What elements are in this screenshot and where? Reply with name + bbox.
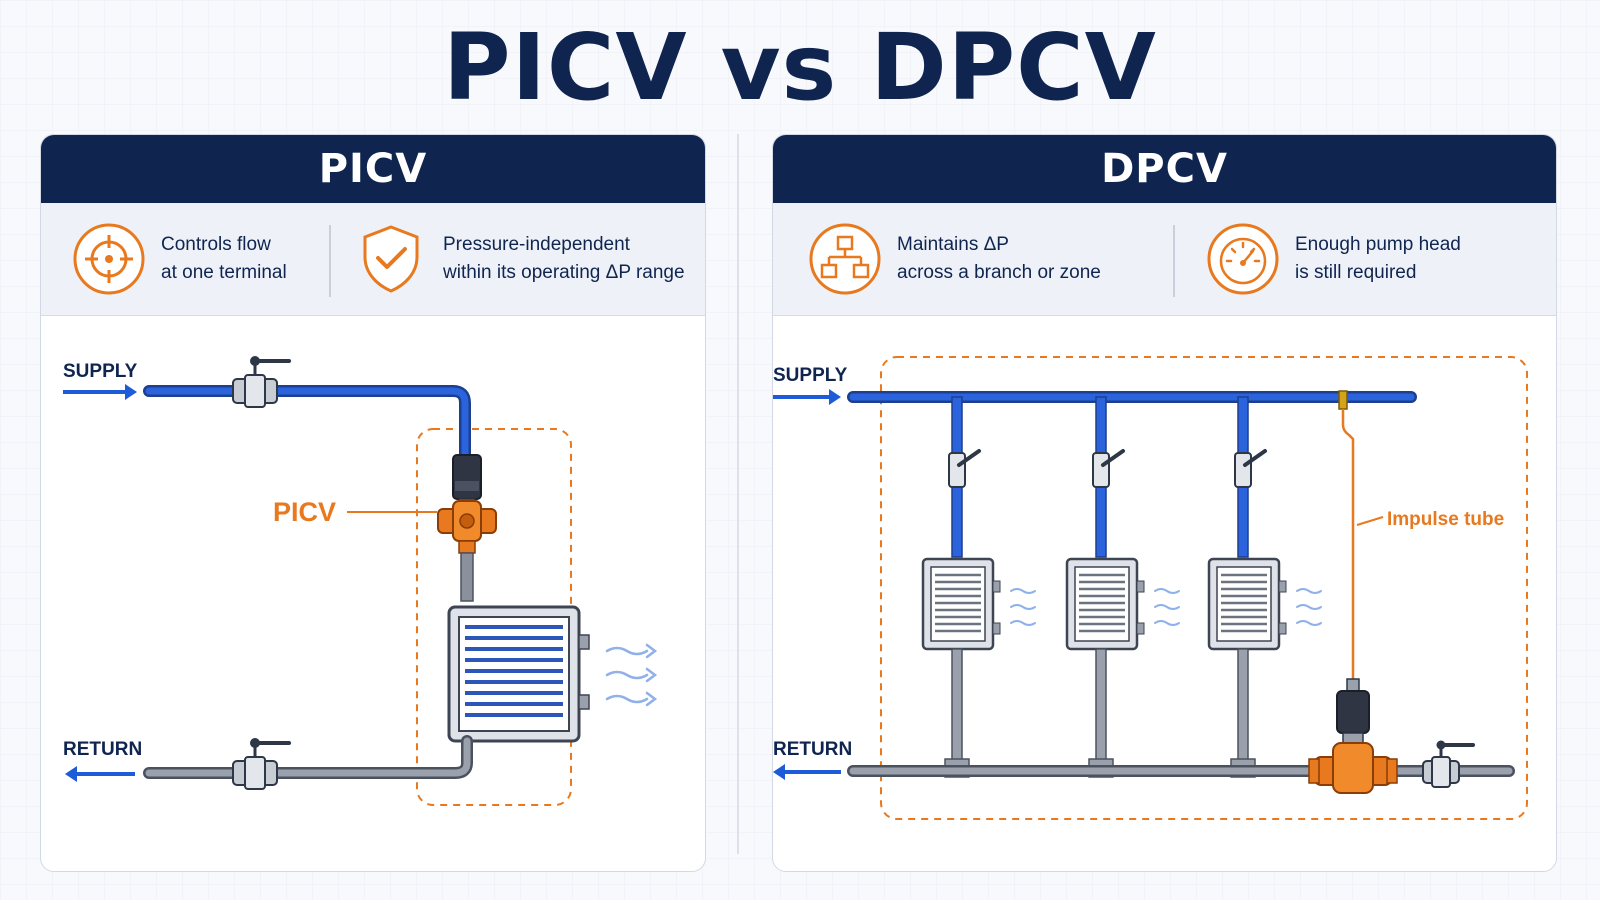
center-divider bbox=[737, 134, 739, 854]
return-ball-valve bbox=[1422, 740, 1475, 788]
gauge-icon bbox=[1207, 223, 1279, 295]
return-label: RETURN bbox=[773, 739, 852, 760]
picv-valve bbox=[437, 454, 497, 554]
feature-pressure-independent: Pressure-independent within its operatin… bbox=[353, 203, 685, 315]
supply-ball-valve bbox=[232, 356, 291, 408]
terminal-unit bbox=[447, 605, 590, 743]
feature-separator bbox=[329, 225, 331, 297]
feature-line1: Controls flow bbox=[161, 234, 271, 255]
valve-to-coil-pipe bbox=[460, 552, 474, 602]
target-icon bbox=[73, 223, 145, 295]
feature-controls-flow: Controls flow at one terminal bbox=[71, 203, 287, 315]
page-title: PICV vs DPCV bbox=[443, 14, 1157, 121]
return-ball-valve bbox=[232, 738, 291, 790]
impulse-leader-line bbox=[1356, 516, 1384, 526]
picv-diagram: SUPPLY PICV bbox=[63, 356, 658, 806]
shield-check-icon bbox=[363, 225, 419, 293]
supply-arrow bbox=[773, 389, 841, 405]
impulse-tube bbox=[1341, 409, 1355, 683]
feature-line2: at one terminal bbox=[161, 262, 287, 283]
picv-panel-header: PICV bbox=[41, 135, 705, 203]
feature-separator bbox=[1173, 225, 1175, 297]
branch-2 bbox=[1065, 396, 1145, 778]
feature-pump-head: Enough pump head is still required bbox=[1205, 203, 1461, 315]
supply-arrow bbox=[63, 384, 137, 400]
airflow-icon bbox=[1010, 588, 1322, 626]
hierarchy-icon bbox=[809, 223, 881, 295]
feature-line2: across a branch or zone bbox=[897, 262, 1101, 283]
picv-label: PICV bbox=[273, 497, 336, 527]
supply-label: SUPPLY bbox=[773, 365, 848, 386]
impulse-tap bbox=[1338, 390, 1348, 410]
branch-1 bbox=[921, 396, 1001, 778]
impulse-tube-label: Impulse tube bbox=[1387, 509, 1504, 530]
dpcv-panel-header: DPCV bbox=[773, 135, 1556, 203]
dpcv-valve bbox=[1308, 678, 1398, 794]
return-arrow bbox=[773, 764, 841, 780]
return-label: RETURN bbox=[63, 739, 142, 760]
return-pipe bbox=[143, 735, 473, 779]
dpcv-features: Maintains ΔP across a branch or zone bbox=[773, 203, 1556, 316]
return-arrow bbox=[65, 766, 135, 782]
dpcv-diagram: SUPPLY bbox=[773, 356, 1528, 820]
feature-line2: is still required bbox=[1295, 262, 1417, 283]
branch-3 bbox=[1207, 396, 1287, 778]
feature-line1: Enough pump head bbox=[1295, 234, 1461, 255]
feature-line1: Pressure-independent bbox=[443, 234, 630, 255]
supply-label: SUPPLY bbox=[63, 361, 138, 382]
airflow-icon bbox=[605, 643, 658, 707]
picv-features: Controls flow at one terminal Pressure-i… bbox=[41, 203, 705, 316]
dpcv-panel: DPCV Maintains ΔP across a branch or zon… bbox=[772, 134, 1557, 872]
feature-line2: within its operating ΔP range bbox=[443, 262, 685, 283]
feature-maintains-dp: Maintains ΔP across a branch or zone bbox=[807, 203, 1101, 315]
feature-line1: Maintains ΔP bbox=[897, 234, 1009, 255]
picv-panel: PICV Controls flow at one terminal bbox=[40, 134, 706, 872]
